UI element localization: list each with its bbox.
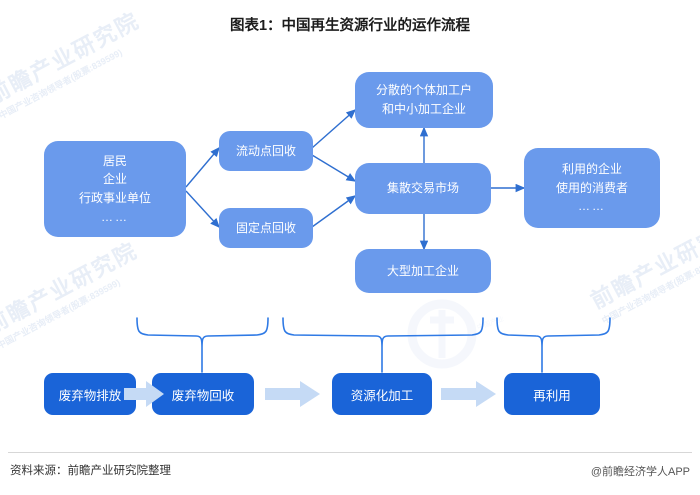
edge-fixed-to-market — [311, 195, 357, 228]
node-end-users[interactable]: 利用的企业 使用的消费者 …… — [524, 148, 660, 228]
edge-sources-to-fixed — [185, 190, 220, 229]
node-sources-line-2: 企业 — [102, 172, 127, 187]
chip-reuse-label: 再利用 — [533, 388, 571, 403]
edge-sources-to-mobile — [185, 146, 220, 188]
edge-mobile-to-market — [311, 154, 357, 182]
node-mobile-recycling[interactable]: 流动点回收 — [219, 131, 313, 171]
chip-waste-collection-label: 废弃物回收 — [171, 388, 235, 403]
node-sources[interactable]: 居民 企业 行政事业单位 …… — [44, 141, 186, 237]
node-sources-line-4: …… — [101, 209, 129, 224]
node-fixed-recycling[interactable]: 固定点回收 — [219, 208, 313, 248]
block-arrow-discharge-to-collection — [124, 381, 164, 407]
source-note: 资料来源：前瞻产业研究院整理 — [10, 465, 171, 477]
chip-waste-discharge[interactable]: 废弃物排放 — [44, 373, 136, 415]
brand-credit: @前瞻经济学人APP — [590, 466, 690, 478]
chip-resource-processing-label: 资源化加工 — [350, 388, 414, 403]
chip-resource-processing[interactable]: 资源化加工 — [332, 373, 432, 415]
brace-resource-processing — [282, 317, 484, 373]
node-small-processors-line-2: 和中小加工企业 — [381, 102, 466, 116]
brace-waste-collection — [136, 317, 269, 373]
block-arrow-collection-to-processing — [265, 381, 320, 407]
chip-waste-collection[interactable]: 废弃物回收 — [152, 373, 254, 415]
brace-reuse — [496, 317, 611, 373]
node-end-users-line-3: …… — [578, 199, 606, 214]
node-end-users-line-2: 使用的消费者 — [555, 180, 628, 195]
node-end-users-line-1: 利用的企业 — [561, 162, 622, 177]
node-trading-market[interactable]: 集散交易市场 — [355, 163, 491, 214]
chip-waste-discharge-label: 废弃物排放 — [58, 388, 122, 403]
page-title: 图表1：中国再生资源行业的运作流程 — [229, 18, 471, 34]
node-trading-market-label: 集散交易市场 — [386, 181, 459, 196]
node-fixed-recycling-label: 固定点回收 — [235, 220, 296, 235]
node-sources-line-3: 行政事业单位 — [78, 191, 151, 205]
node-sources-line-1: 居民 — [102, 153, 127, 168]
footer-divider — [8, 452, 692, 453]
node-large-processors[interactable]: 大型加工企业 — [355, 249, 491, 293]
edge-mobile-to-small-processors — [311, 109, 357, 149]
chip-reuse[interactable]: 再利用 — [504, 373, 600, 415]
block-arrow-processing-to-reuse — [441, 381, 496, 407]
node-mobile-recycling-label: 流动点回收 — [235, 143, 296, 158]
node-small-processors-line-1: 分散的个体加工户 — [375, 83, 472, 98]
node-large-processors-label: 大型加工企业 — [386, 263, 459, 278]
node-small-processors[interactable]: 分散的个体加工户 和中小加工企业 — [355, 72, 493, 128]
